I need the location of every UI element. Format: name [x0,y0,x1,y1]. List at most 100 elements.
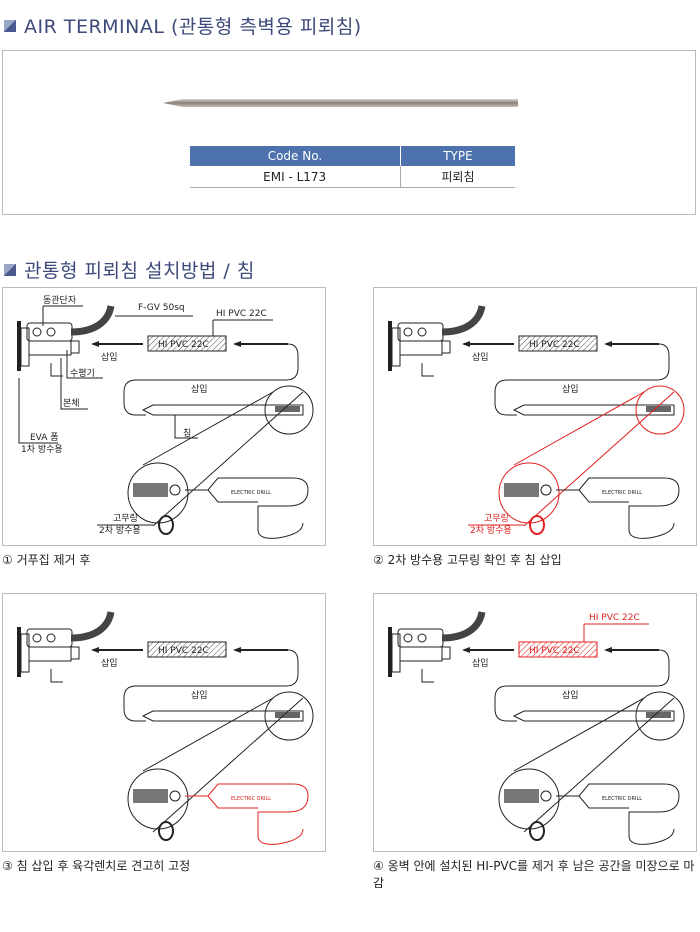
insert-label: 삽입 [101,351,118,363]
insert-label: 삽입 [191,383,208,395]
copper-terminal [397,628,444,648]
o-ring [529,515,545,535]
eva-label: EVA 폼 [30,432,59,443]
pvc-box-label: HI PVC 22C [529,340,580,350]
thread-detail [133,483,168,497]
pin-label: 침 [183,428,191,439]
cell-type: 피뢰침 [399,166,515,188]
flange-bar [388,627,392,677]
cell-code: EMI - L173 [189,166,401,188]
drill-chuck [578,489,629,503]
flange-bar [17,321,21,371]
leader-line [60,358,88,410]
zoom-line [152,697,304,833]
nut [540,484,552,496]
drill-label: ELECTRIC DRILL [602,796,642,802]
screw [50,669,63,683]
section-title-air-terminal: AIR TERMINAL (관통형 측벽용 피뢰침) [4,12,362,39]
flange-plate [20,633,30,673]
terminal-body [28,340,72,356]
section-title-text: AIR TERMINAL (관통형 측벽용 피뢰침) [24,16,362,38]
insert-path-line [123,343,299,416]
insert-path-line [494,343,670,416]
second-waterproof-label: 2차 방수용 [99,524,141,536]
zoom-line [513,697,645,772]
insert-label: 삽입 [101,657,118,669]
arrow-head-icon [604,341,612,347]
drill-label: ELECTRIC DRILL [602,490,642,496]
leader-line [66,350,103,379]
level-stub [441,646,451,660]
zoom-line [523,391,675,527]
screw [421,669,434,683]
arrow-head-icon [462,647,470,653]
first-waterproof-label: 1차 방수용 [21,443,63,455]
arrow-head-icon [233,647,241,653]
bolt-icon [417,633,427,643]
zoom-circle [264,691,314,741]
leader-line [212,319,273,336]
flange-bar [17,627,21,677]
pvc-pipe [147,641,227,658]
insert-label: 삽입 [562,689,579,701]
copper-terminal [26,628,73,648]
pvc-label: HI PVC 22C [589,613,640,623]
pin [512,404,675,416]
cable-label: F-GV 50sq [138,303,185,313]
nut [169,790,181,802]
header-type: TYPE [399,146,515,166]
pvc-pipe [147,335,227,352]
detail-circle [127,768,189,830]
cable [441,305,486,336]
pvc-box-label: HI PVC 22C [158,340,209,350]
bullet-square-icon [4,19,16,32]
electric-drill [185,477,309,539]
detail-circle [498,768,560,830]
copper-terminal [26,322,73,342]
bolt-icon [417,327,427,337]
pvc-label: HI PVC 22C [216,309,267,319]
nut [169,484,181,496]
o-ring [158,515,174,535]
thread [275,712,300,718]
o-ring-label: 고무링 [113,512,138,524]
zoom-circle [635,691,685,741]
bolt-icon [32,633,42,643]
o-ring [529,821,545,841]
leader-line [18,378,58,444]
pvc-box-label: HI PVC 22C [529,646,580,656]
thread [646,712,671,718]
pvc-box-label: HI PVC 22C [158,646,209,656]
second-waterproof-label: 2차 방수용 [470,524,512,536]
o-ring-label: 고무링 [484,512,509,524]
pin [512,710,675,722]
pin [141,710,304,722]
o-ring [158,821,174,841]
step-3-caption: ③ 침 삽입 후 육각렌치로 견고히 고정 [2,859,191,873]
bullet-square-icon [4,263,16,276]
thread [646,406,671,412]
level-stub [441,340,451,354]
zoom-line [152,391,304,527]
flange-plate [391,633,401,673]
bolt-icon [46,633,56,643]
arrow-head-icon [91,341,99,347]
arrow-head-icon [233,341,241,347]
electric-drill [185,783,309,845]
electric-drill [556,477,680,539]
step-4-caption: ④ 옹벽 안에 설치된 HI-PVC를 제거 후 남은 공간을 미장으로 마감 [373,859,695,890]
thread [275,406,300,412]
copper-terminal-label: 동관단자 [43,295,77,306]
flange-plate [20,327,30,367]
bolt-icon [32,327,42,337]
drill-chuck [578,795,629,809]
zoom-line [142,697,274,772]
pvc-pipe [518,335,598,352]
zoom-line [142,391,274,466]
leader-line [42,305,83,326]
